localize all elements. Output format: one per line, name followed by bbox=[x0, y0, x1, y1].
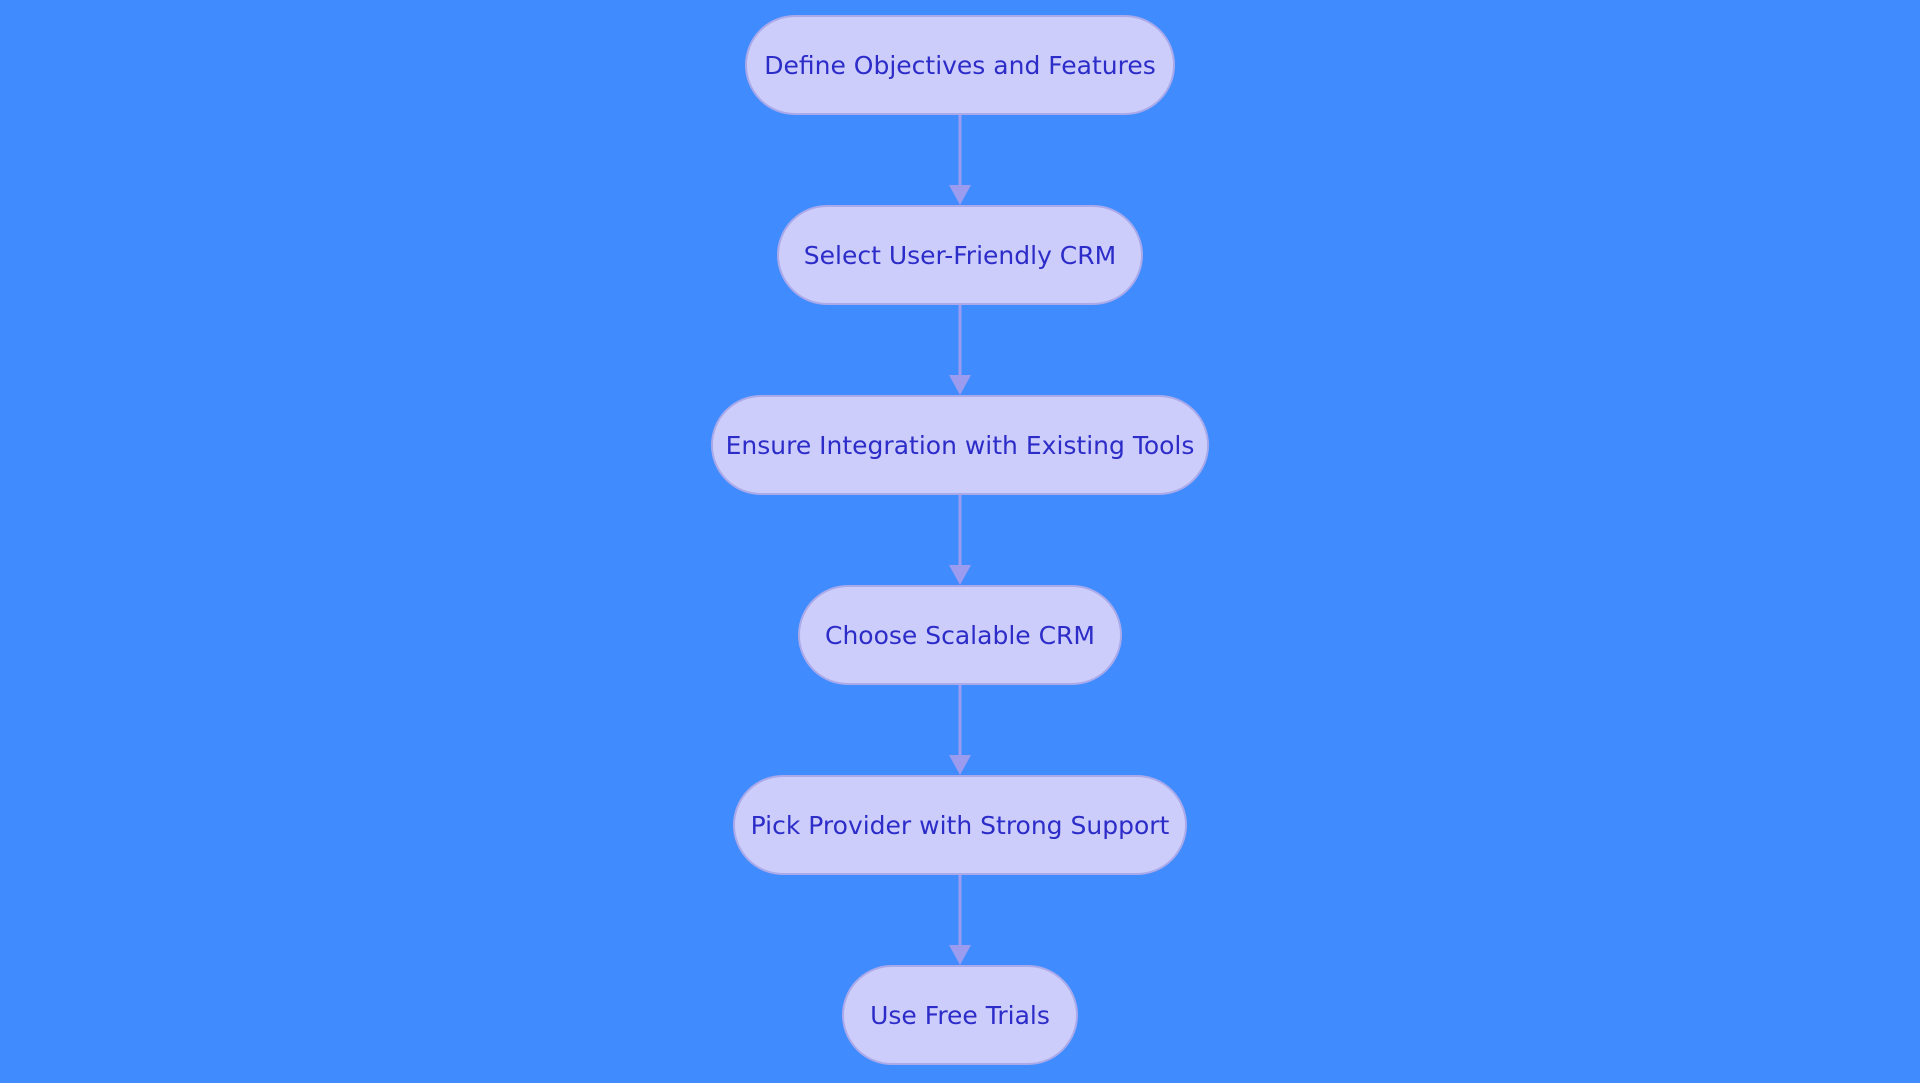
step-label: Ensure Integration with Existing Tools bbox=[725, 430, 1195, 460]
step-define-objectives: Define Objectives and Features bbox=[745, 15, 1175, 115]
step-label: Pick Provider with Strong Support bbox=[750, 810, 1170, 840]
arrowhead-icon bbox=[949, 375, 971, 395]
arrowhead-icon bbox=[949, 945, 971, 965]
step-ensure-integration: Ensure Integration with Existing Tools bbox=[711, 395, 1209, 495]
step-label: Use Free Trials bbox=[870, 1000, 1050, 1030]
step-label: Select User-Friendly CRM bbox=[803, 240, 1117, 270]
step-label: Choose Scalable CRM bbox=[825, 620, 1095, 650]
step-label: Define Objectives and Features bbox=[764, 50, 1156, 80]
step-pick-provider: Pick Provider with Strong Support bbox=[733, 775, 1187, 875]
arrowhead-icon bbox=[949, 755, 971, 775]
step-select-user-friendly-crm: Select User-Friendly CRM bbox=[777, 205, 1143, 305]
step-choose-scalable-crm: Choose Scalable CRM bbox=[798, 585, 1122, 685]
step-use-free-trials: Use Free Trials bbox=[842, 965, 1078, 1065]
arrowhead-icon bbox=[949, 565, 971, 585]
arrowhead-icon bbox=[949, 185, 971, 205]
